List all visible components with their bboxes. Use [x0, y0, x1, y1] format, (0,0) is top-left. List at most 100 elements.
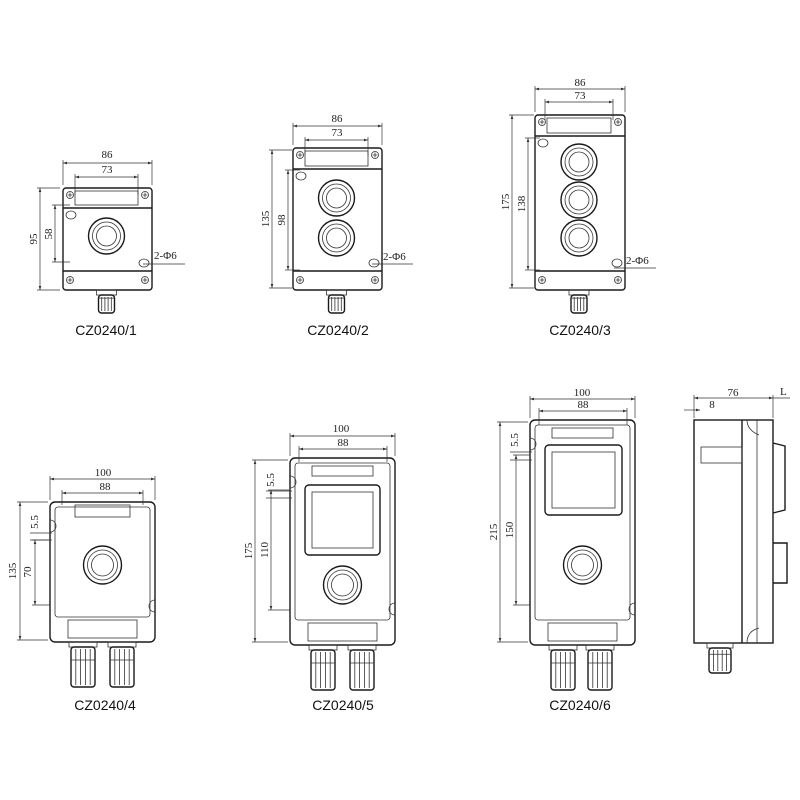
gland-plate	[67, 619, 138, 639]
dim-width: 86	[332, 113, 344, 125]
dim-height: 215	[488, 523, 500, 540]
dim-width: 86	[575, 77, 587, 89]
model-label: CZ0240/1	[75, 322, 137, 338]
push-button	[82, 545, 123, 585]
side-corner	[746, 419, 760, 644]
cable-gland-nut	[107, 641, 137, 648]
push-button-ring	[87, 549, 118, 581]
push-button	[317, 179, 356, 217]
dim-width: 86	[102, 149, 114, 161]
display-window	[544, 444, 623, 516]
screw-icon	[615, 119, 621, 125]
screw-icon	[141, 276, 149, 284]
enclosure-body	[534, 114, 626, 291]
label-plate	[546, 117, 612, 134]
push-button-ring	[564, 147, 594, 177]
drawing-side-view: 76 8 L	[709, 386, 787, 411]
push-button	[560, 181, 598, 219]
screw-icon	[372, 152, 378, 158]
drawing-cz0240-3: 86 73 175 138 2-Φ6 CZ0240/3	[500, 77, 649, 338]
cable-gland-nut	[96, 289, 117, 296]
screw-icon	[67, 277, 73, 283]
push-button-ring	[92, 221, 121, 251]
dim-depth: 76	[728, 387, 740, 399]
side-button-profile	[773, 542, 788, 584]
cover	[534, 424, 631, 621]
dim-holes: 2-Φ6	[383, 251, 406, 263]
screw-icon	[372, 277, 378, 283]
display-window-inner	[551, 451, 616, 509]
push-button	[87, 217, 126, 255]
cable-gland	[550, 649, 576, 691]
cable-gland	[70, 646, 96, 688]
dim-inner-width: 88	[338, 437, 350, 449]
dim-inner-width: 73	[102, 164, 114, 176]
push-button-ring	[322, 223, 351, 253]
dim-inner-width: 88	[100, 481, 112, 493]
screw-icon	[538, 276, 546, 284]
screw-icon	[297, 277, 303, 283]
push-button-cap	[571, 553, 594, 577]
dim-width: 100	[574, 387, 591, 399]
push-button	[562, 545, 603, 585]
model-label: CZ0240/6	[549, 697, 611, 713]
push-button-ring	[564, 185, 594, 215]
mounting-hole	[368, 258, 380, 268]
push-button-cap	[568, 227, 590, 249]
drawing-cz0240-4: 100 88 135 70 5.5 CZ0240/4	[7, 467, 136, 713]
screw-icon	[67, 192, 73, 198]
enclosure-body	[62, 187, 153, 291]
push-button-cap	[96, 225, 117, 247]
push-button-cap	[568, 189, 590, 211]
mounting-hole	[65, 210, 77, 220]
dim-slot: 5.5	[29, 515, 41, 529]
cable-gland	[349, 649, 375, 691]
dim-slot: 5.5	[509, 433, 521, 447]
dim-width: 100	[95, 467, 112, 479]
mounting-hole	[611, 258, 623, 268]
push-button	[560, 143, 598, 181]
screw-icon	[66, 276, 74, 284]
push-button-cap	[326, 187, 347, 209]
model-label: CZ0240/3	[549, 322, 611, 338]
label-plate	[551, 427, 614, 439]
model-label: CZ0240/2	[307, 322, 369, 338]
push-button-ring	[564, 223, 594, 253]
dim-height: 95	[28, 233, 40, 245]
drawing-cz0240-1: 86 73 95 58 2-Φ6 CZ0240/1	[28, 149, 177, 338]
cable-gland-nut	[347, 644, 377, 651]
mounting-hole	[537, 138, 549, 148]
gland-plate	[547, 622, 618, 642]
push-button-cap	[331, 573, 354, 597]
dim-holes: 2-Φ6	[154, 250, 177, 262]
cable-gland-nut	[568, 289, 590, 296]
cable-gland	[327, 294, 346, 314]
screw-icon	[142, 192, 148, 198]
screw-icon	[539, 277, 545, 283]
side-body	[693, 419, 774, 644]
mounting-slot	[289, 475, 297, 489]
enclosure-body	[289, 457, 396, 646]
cable-gland	[310, 649, 336, 691]
dim-hole-spacing: 58	[43, 228, 55, 240]
screw-icon	[296, 276, 304, 284]
cable-gland-nut	[706, 642, 734, 649]
screw-icon	[371, 276, 379, 284]
cable-gland-nut	[548, 644, 578, 651]
push-button-ring	[322, 183, 351, 213]
cable-gland	[97, 294, 116, 314]
screw-icon	[142, 277, 148, 283]
cable-gland-nut	[308, 644, 338, 651]
mounting-slot	[148, 599, 156, 613]
screw-icon	[615, 277, 621, 283]
cable-gland	[570, 294, 588, 314]
mounting-slot	[628, 602, 636, 616]
cable-gland-nut	[326, 289, 347, 296]
dim-inner-width: 88	[578, 399, 590, 411]
display-window	[304, 484, 381, 556]
push-button	[322, 565, 363, 605]
gland-plate	[307, 622, 378, 642]
push-button-cap	[568, 151, 590, 173]
